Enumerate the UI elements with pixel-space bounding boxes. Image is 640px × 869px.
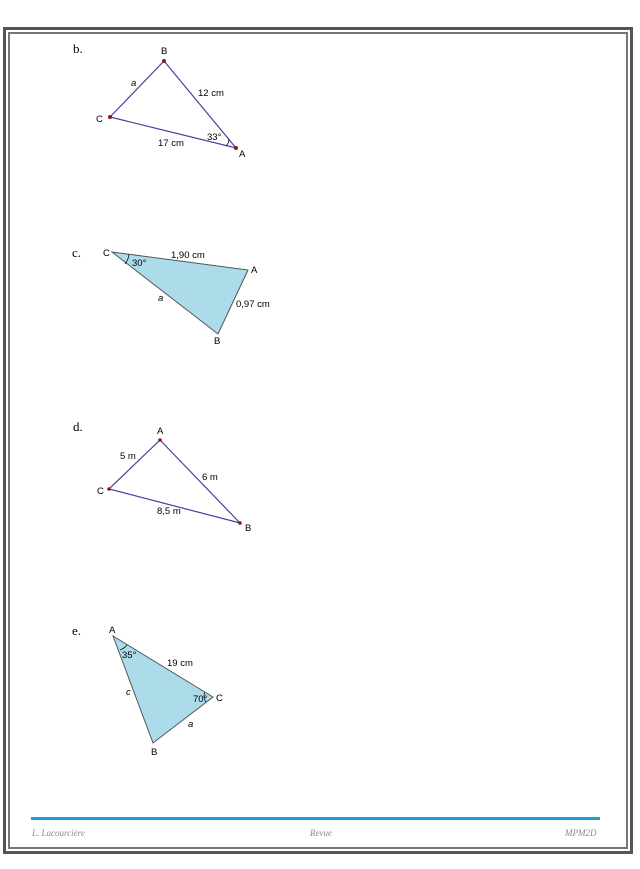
side-ca-label: 1,90 cm [171,250,205,261]
side-cb-label: a [158,293,163,304]
angle-c-label: 30° [132,258,147,269]
angle-arc-a [225,138,230,147]
side-ca-label: 17 cm [158,138,184,149]
side-ca-label: 5 m [120,451,136,462]
triangle-c [110,251,249,335]
footer-title: Revue [310,828,332,838]
problem-d-label: d. [73,419,83,434]
vertex-c-dot [107,487,111,491]
vertex-b-label: B [245,523,251,534]
problem-c-label: c. [72,245,82,260]
vertex-a-label: A [157,426,164,437]
problem-b-label: b. [73,41,83,56]
angle-arc-a [119,644,128,651]
vertex-b-dot [238,521,242,525]
vertex-c-dot [108,115,112,119]
vertex-a-label: A [239,149,246,160]
angle-arc-c [203,691,207,703]
angle-a-label: 33° [207,132,222,143]
vertex-b-label: B [151,747,157,758]
problem-e-label: e. [72,623,82,638]
footer-author: L. Lacourcière [32,828,85,838]
footer-course: MPM2D [565,828,597,838]
side-ba-label: 12 cm [198,88,224,99]
vertex-a-dot [158,438,162,442]
vertex-c-label: C [96,114,103,125]
page-frame-inner [8,32,628,849]
vertex-c-label: C [216,693,223,704]
vertex-c-label: C [103,248,110,259]
side-cb-label: 8,5 m [157,506,181,517]
triangle-d [107,439,242,525]
vertex-c-label: C [97,486,104,497]
vertex-a-dot [234,146,238,150]
angle-c-label: 70° [193,694,208,705]
side-ab-label: 6 m [202,472,218,483]
vertex-b-label: B [161,46,167,57]
angle-arc-c [124,253,130,265]
vertex-b-dot [162,59,166,63]
side-ac-label: 19 cm [167,658,193,669]
side-bc-label: a [188,719,193,730]
side-ab-label: 0,97 cm [236,299,270,310]
vertex-a-label: A [109,625,116,636]
angle-a-label: 35° [122,650,137,661]
page-frame-outer [3,27,633,854]
side-ab-label: c [126,687,131,698]
footer-rule [31,817,600,820]
triangle-b [108,60,238,150]
side-cb-label: a [131,78,136,89]
triangle-e [112,634,214,744]
vertex-b-label: B [214,336,220,347]
vertex-a-label: A [251,265,258,276]
